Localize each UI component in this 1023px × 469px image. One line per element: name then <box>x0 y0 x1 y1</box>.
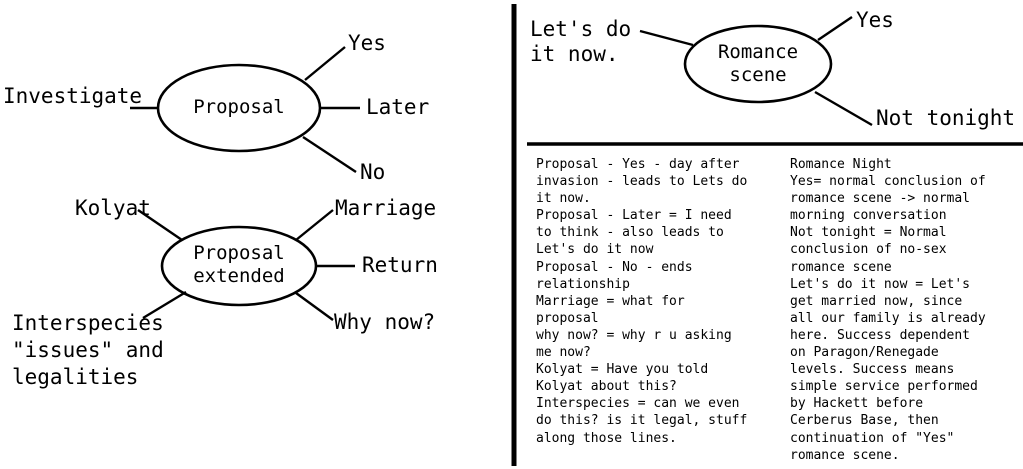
romance-scene-node-label-line1: Romance <box>717 41 799 63</box>
label-yes: Yes <box>348 31 386 55</box>
label-later: Later <box>366 95 430 119</box>
branch-line-no <box>302 135 357 174</box>
label-interspecies-line1: Interspecies <box>12 311 164 335</box>
branch-line-romance-yes <box>817 16 853 41</box>
label-return: Return <box>362 253 438 277</box>
label-not-tonight: Not tonight <box>876 106 1016 130</box>
branch-line-yes <box>304 46 346 81</box>
label-investigate: Investigate <box>3 84 143 108</box>
branch-line-not-tonight <box>814 90 873 127</box>
label-romance-yes: Yes <box>856 8 894 32</box>
proposal-extended-node-label-line1: Proposal <box>193 242 285 264</box>
branch-line-why-now <box>295 292 334 321</box>
label-why-now: Why now? <box>334 310 436 334</box>
label-kolyat: Kolyat <box>75 196 151 220</box>
proposal-extended-node-label-line2: extended <box>193 265 285 287</box>
label-interspecies-line2: "issues" and <box>12 338 164 362</box>
notes-column-left: Proposal - Yes - day after invasion - le… <box>536 157 748 446</box>
label-lets-do-it-now-line2: it now. <box>530 42 619 66</box>
branch-line-marriage <box>295 209 334 241</box>
label-interspecies-line3: legalities <box>12 365 139 389</box>
label-no: No <box>360 160 386 184</box>
label-lets-do-it-now-line1: Let's do <box>530 17 632 41</box>
label-marriage: Marriage <box>335 196 437 220</box>
proposal-node-label: Proposal <box>193 96 285 118</box>
notes-column-right: Romance Night Yes= normal conclusion of … <box>790 157 986 463</box>
romance-scene-node-label-line2: scene <box>729 64 787 86</box>
